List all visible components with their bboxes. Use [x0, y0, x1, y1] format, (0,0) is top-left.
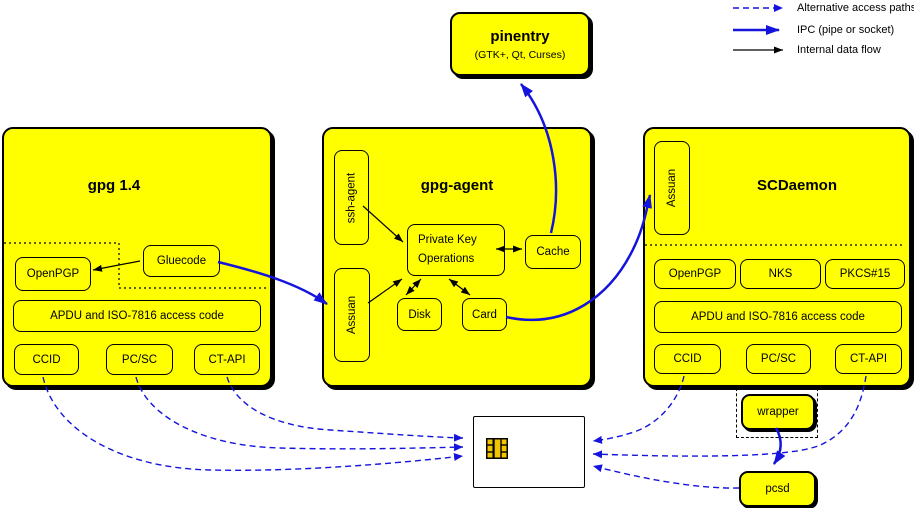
scdaemon-ccid-node: CCID — [654, 344, 721, 374]
alt-pcsd-to-card — [592, 464, 740, 489]
gpg14-ctapi-node: CT-API — [194, 344, 260, 375]
gpg14-pcsc-node: PC/SC — [106, 344, 173, 375]
gpg14-openpgp-node: OpenPGP — [15, 257, 91, 291]
gpg-agent-cache-node: Cache — [525, 235, 581, 269]
gpg14-gluecode-node: Gluecode — [143, 245, 220, 277]
gpg-agent-assuan-node: Assuan — [334, 268, 370, 362]
gpg-agent-disk-node: Disk — [397, 298, 442, 331]
gpg-agent-card-node: Card — [462, 298, 507, 331]
gpg14-title: gpg 1.4 — [87, 177, 141, 194]
gpg-agent-box: gpg-agent ssh-agent Private Key Operatio… — [322, 127, 592, 387]
smartcard-reader — [473, 416, 585, 488]
alt-gpg14-pcsc-to-card — [135, 376, 464, 452]
gpg14-ccid-node: CCID — [14, 344, 79, 375]
pinentry-subtitle: (GTK+, Qt, Curses) — [474, 48, 566, 61]
scdaemon-ctapi-node: CT-API — [835, 344, 902, 374]
smartcard-chip-icon — [486, 438, 508, 459]
alt-gpg14-ccid-to-card — [42, 376, 464, 471]
legend-internal-flow-label: Internal data flow — [797, 44, 881, 56]
legend-ipc-label: IPC (pipe or socket) — [797, 24, 895, 36]
alt-scdaemon-ctapi-to-card — [592, 375, 867, 459]
scdaemon-apdu-node: APDU and ISO-7816 access code — [654, 301, 902, 333]
scdaemon-pkcs15-node: PKCS#15 — [825, 259, 905, 289]
pinentry-title: pinentry — [490, 27, 550, 45]
gpg-agent-title: gpg-agent — [420, 177, 494, 194]
scdaemon-box: SCDaemon Assuan OpenPGP NKS PKCS#15 APDU… — [643, 127, 911, 387]
scdaemon-title: SCDaemon — [756, 177, 838, 194]
gpg14-apdu-node: APDU and ISO-7816 access code — [13, 300, 261, 332]
gpg14-box: gpg 1.4 OpenPGP Gluecode APDU and ISO-78… — [2, 127, 272, 387]
gpg-agent-ssh-agent-node: ssh-agent — [334, 150, 369, 245]
scdaemon-pcsc-node: PC/SC — [746, 344, 811, 374]
wrapper-node: wrapper — [741, 394, 815, 430]
gpg-agent-private-key-ops-node: Private Key Operations — [407, 224, 505, 276]
pcsd-node: pcsd — [739, 471, 816, 507]
scdaemon-assuan-node: Assuan — [654, 141, 690, 235]
legend-alternative-access-label: Alternative access paths — [797, 2, 914, 14]
scdaemon-nks-node: NKS — [740, 259, 821, 289]
scdaemon-openpgp-node: OpenPGP — [654, 259, 736, 289]
pinentry-box: pinentry (GTK+, Qt, Curses) — [450, 12, 590, 76]
